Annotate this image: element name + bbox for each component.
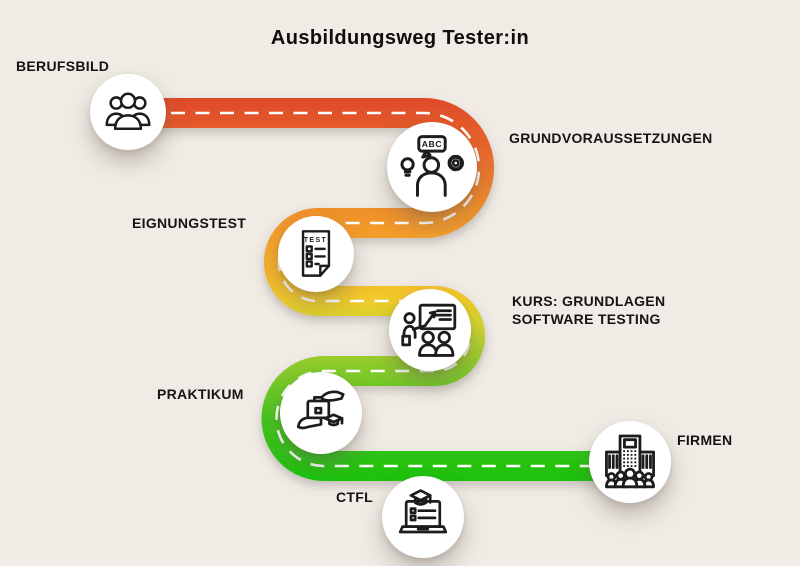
station-ctfl bbox=[382, 476, 464, 558]
briefcase-handover-icon bbox=[296, 390, 345, 430]
label-kurs-line2: SOFTWARE TESTING bbox=[512, 311, 661, 327]
test-checklist-icon: TEST bbox=[301, 230, 331, 277]
training-presentation-icon bbox=[401, 303, 457, 357]
station-praktikum bbox=[280, 372, 362, 454]
station-eignungstest: TEST bbox=[278, 216, 354, 292]
label-berufsbild: BERUFSBILD bbox=[16, 58, 110, 74]
company-building-icon bbox=[605, 434, 655, 489]
label-ctfl: CTFL bbox=[336, 489, 373, 505]
label-firmen: FIRMEN bbox=[677, 432, 733, 448]
speech-bubble-text: ABC bbox=[422, 139, 443, 149]
page-title: Ausbildungsweg Tester:in bbox=[270, 27, 530, 49]
person-language-icon: ABC bbox=[400, 135, 465, 197]
station-berufsbild bbox=[90, 74, 166, 150]
label-praktikum: PRAKTIKUM bbox=[157, 386, 244, 402]
team-icon bbox=[105, 92, 151, 131]
label-grundvoraussetzungen: GRUNDVORAUSSETZUNGEN bbox=[509, 130, 713, 146]
station-grundvoraussetzungen: ABC bbox=[387, 122, 477, 212]
road-path bbox=[126, 98, 600, 481]
test-document-text: TEST bbox=[304, 237, 327, 244]
label-kurs: KURS: GRUNDLAGEN SOFTWARE TESTING bbox=[512, 292, 665, 328]
label-eignungstest: EIGNUNGSTEST bbox=[132, 215, 247, 231]
label-kurs-line1: KURS: GRUNDLAGEN bbox=[512, 293, 666, 309]
elearning-laptop-icon bbox=[398, 489, 448, 534]
station-firmen bbox=[589, 421, 671, 503]
station-kurs bbox=[389, 289, 471, 371]
